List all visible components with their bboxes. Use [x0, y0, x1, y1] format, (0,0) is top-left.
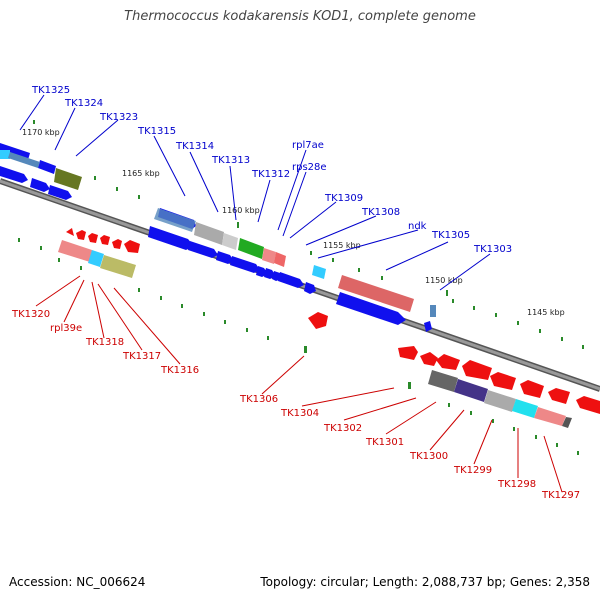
gene-box	[88, 250, 104, 267]
gene-box	[262, 248, 276, 264]
gene-box	[54, 168, 82, 190]
label-tk1297: TK1297	[541, 490, 580, 501]
gene-arrow	[148, 226, 194, 250]
gene-arrow	[76, 230, 86, 240]
label-rps28e: rps28e	[292, 162, 327, 173]
label-tk1312: TK1312	[251, 169, 290, 180]
gene-arrow	[520, 380, 544, 398]
label-tk1325: TK1325	[31, 85, 70, 96]
gene-arrow	[38, 160, 56, 174]
gene-arrow	[100, 235, 110, 245]
label-tk1303: TK1303	[473, 244, 512, 255]
label-tk1313: TK1313	[211, 155, 250, 166]
scale-ticks	[18, 120, 584, 455]
gene-arrow	[278, 272, 304, 288]
gene-box	[0, 150, 10, 159]
scale-label-1170: 1170 kbp	[22, 128, 60, 137]
forward-leader-lines	[19, 94, 491, 291]
gene-arrow	[398, 346, 418, 360]
gene-box	[238, 238, 264, 259]
gene-box	[312, 265, 326, 279]
reverse-labels: TK1320 rpl39e TK1318 TK1317 TK1316 TK130…	[11, 309, 580, 501]
gene-arrow	[216, 251, 234, 264]
gene-arrow	[424, 321, 432, 332]
scale-label-1160: 1160 kbp	[222, 206, 260, 215]
gene-box	[154, 208, 196, 232]
label-tk1305: TK1305	[431, 230, 470, 241]
scale-label-1145: 1145 kbp	[527, 308, 565, 317]
gene-arrow	[420, 352, 438, 366]
label-rpl7ae: rpl7ae	[292, 140, 324, 151]
gene-arrow	[188, 241, 218, 258]
gene-box	[562, 417, 572, 428]
gene-box	[222, 233, 238, 250]
gene-arrow	[308, 312, 328, 329]
gene-arrow	[462, 360, 492, 380]
gene-box	[338, 275, 414, 312]
gene-box	[454, 379, 488, 402]
gene-box	[512, 399, 538, 418]
label-tk1308: TK1308	[361, 207, 400, 218]
reverse-leader-lines	[35, 275, 563, 493]
gene-box	[58, 240, 92, 262]
label-tk1306: TK1306	[239, 394, 278, 405]
label-tk1315: TK1315	[137, 126, 176, 137]
gene-arrow	[436, 354, 460, 370]
gene-arrow	[66, 228, 74, 236]
accession-text: Accession: NC_006624	[9, 575, 146, 589]
gene-box	[430, 305, 436, 317]
gene-arrow	[30, 178, 50, 192]
label-tk1299: TK1299	[453, 465, 492, 476]
scale-label-1165: 1165 kbp	[122, 169, 160, 178]
gene-arrow	[112, 239, 122, 249]
label-tk1298: TK1298	[497, 479, 536, 490]
gene-arrow	[124, 240, 140, 253]
gene-arrow	[336, 292, 406, 325]
label-ndk: ndk	[408, 221, 427, 232]
gene-arrow	[0, 166, 28, 183]
gene-box	[484, 390, 516, 412]
gene-box	[100, 255, 136, 278]
label-tk1301: TK1301	[365, 437, 404, 448]
map-title: Thermococcus kodakarensis KOD1, complete…	[124, 9, 476, 24]
forward-labels: TK1325 TK1324 TK1323 TK1315 TK1314 TK131…	[31, 85, 512, 255]
scale-label-1150: 1150 kbp	[425, 276, 463, 285]
label-tk1318: TK1318	[85, 337, 124, 348]
scale-label-1155: 1155 kbp	[323, 241, 361, 250]
gene-arrow	[548, 388, 570, 404]
gene-box	[428, 370, 458, 392]
label-tk1317: TK1317	[122, 351, 161, 362]
scale-labels: 1170 kbp 1165 kbp 1160 kbp 1155 kbp 1150…	[22, 128, 565, 317]
label-rpl39e: rpl39e	[50, 323, 82, 334]
label-tk1316: TK1316	[160, 365, 199, 376]
gene-arrow	[490, 372, 516, 390]
gene-box	[534, 407, 566, 426]
gene-arrow	[88, 233, 98, 243]
gene-box	[194, 222, 224, 245]
gene-arrow	[576, 396, 600, 414]
gene-box	[274, 252, 286, 267]
gene-arrow	[304, 282, 316, 294]
label-tk1309: TK1309	[324, 193, 363, 204]
reverse-genes	[58, 228, 600, 428]
label-tk1314: TK1314	[175, 141, 214, 152]
genome-summary-text: Topology: circular; Length: 2,088,737 bp…	[260, 575, 590, 589]
gene-arrow	[0, 143, 30, 160]
gene-box	[8, 152, 40, 168]
gene-arrow	[48, 185, 72, 200]
label-tk1324: TK1324	[64, 98, 103, 109]
gene-arrow	[230, 256, 260, 273]
label-tk1320: TK1320	[11, 309, 50, 320]
forward-genes	[0, 143, 436, 332]
label-tk1323: TK1323	[99, 112, 138, 123]
label-tk1300: TK1300	[409, 451, 448, 462]
label-tk1302: TK1302	[323, 423, 362, 434]
label-tk1304: TK1304	[280, 408, 319, 419]
